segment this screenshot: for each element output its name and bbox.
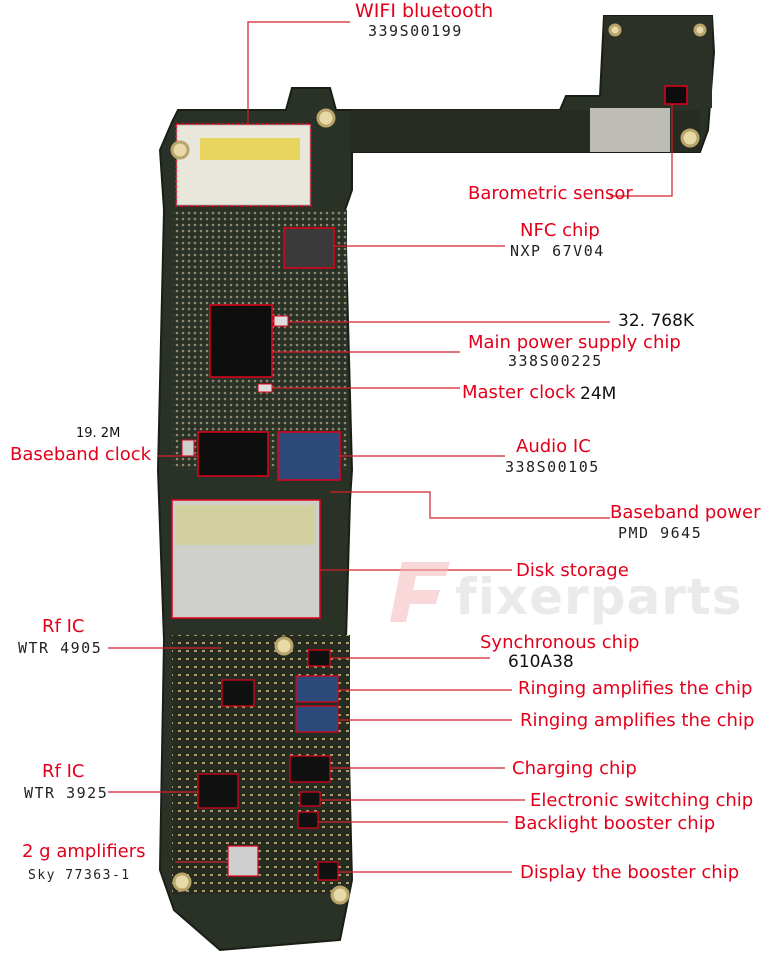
- display-booster-chip: [317, 861, 339, 881]
- label-audio-ic: Audio IC: [516, 436, 591, 457]
- code-baseband-power: PMD 9645: [618, 524, 703, 542]
- baseband-clock-crystal: [181, 439, 195, 457]
- watermark-text: fixerparts: [455, 568, 743, 626]
- label-display-booster: Display the booster chip: [520, 862, 740, 883]
- rf-ic-2-chip: [197, 773, 239, 809]
- value-crystal-32k: 32. 768K: [618, 311, 695, 331]
- wifi-module: [176, 124, 311, 206]
- baseband-chip: [197, 431, 269, 477]
- code-audio-ic: 338S00105: [505, 458, 600, 476]
- mounting-holes: [170, 23, 707, 905]
- label-charging-chip: Charging chip: [512, 758, 637, 779]
- charging-chip: [289, 755, 331, 783]
- label-rf-ic-2: Rf IC: [42, 761, 85, 782]
- master-clock-crystal: [257, 383, 273, 393]
- label-rf-ic-1: Rf IC: [42, 616, 85, 637]
- label-nfc-chip: NFC chip: [520, 220, 600, 241]
- wifi-label-sticker: [200, 138, 300, 160]
- code-wifi-bluetooth: 339S00199: [368, 22, 463, 40]
- label-baseband-clock: Baseband clock: [10, 444, 152, 465]
- nfc-chip: [283, 227, 335, 269]
- label-synchronous-chip: Synchronous chip: [480, 632, 640, 653]
- disk-storage-chip: [171, 499, 321, 619]
- barometric-chip: [664, 85, 688, 105]
- label-2g-amplifiers: 2 g amplifiers: [22, 841, 146, 862]
- audio-ic-chip: [277, 431, 341, 481]
- value-master-clock: 24M: [580, 384, 617, 404]
- switching-chip: [299, 791, 321, 807]
- ringing-amp-chip-2: [295, 705, 339, 733]
- code-synchronous-chip: 610A38: [508, 652, 574, 672]
- value-baseband-clock: 19. 2M: [76, 426, 121, 441]
- code-rf-ic-2: WTR 3925: [24, 784, 109, 802]
- label-wifi-bluetooth: WIFI bluetooth: [355, 0, 494, 22]
- label-disk-storage: Disk storage: [516, 560, 629, 581]
- amp-2g-chip: [227, 845, 259, 877]
- label-electronic-switching: Electronic switching chip: [530, 790, 754, 811]
- crystal-32k: [273, 315, 289, 327]
- main-power-chip: [209, 304, 273, 378]
- label-ringing-amp-2: Ringing amplifies the chip: [520, 710, 755, 731]
- code-rf-ic-1: WTR 4905: [18, 639, 103, 657]
- code-nfc-chip: NXP 67V04: [510, 242, 605, 260]
- code-2g-amplifiers: Sky 77363-1: [28, 868, 131, 883]
- code-main-power-supply: 338S00225: [508, 352, 603, 370]
- label-baseband-power: Baseband power: [610, 502, 761, 523]
- backlight-chip: [297, 811, 319, 829]
- rf-ic-1-chip: [221, 679, 255, 707]
- label-backlight-booster: Backlight booster chip: [514, 813, 716, 834]
- label-ringing-amp-1: Ringing amplifies the chip: [518, 678, 753, 699]
- label-master-clock: Master clock: [462, 382, 576, 403]
- label-main-power-supply: Main power supply chip: [468, 332, 681, 353]
- sync-chip: [307, 649, 331, 667]
- watermark-logo: [390, 562, 450, 622]
- ringing-amp-chip-1: [295, 675, 339, 703]
- label-barometric-sensor: Barometric sensor: [468, 183, 633, 204]
